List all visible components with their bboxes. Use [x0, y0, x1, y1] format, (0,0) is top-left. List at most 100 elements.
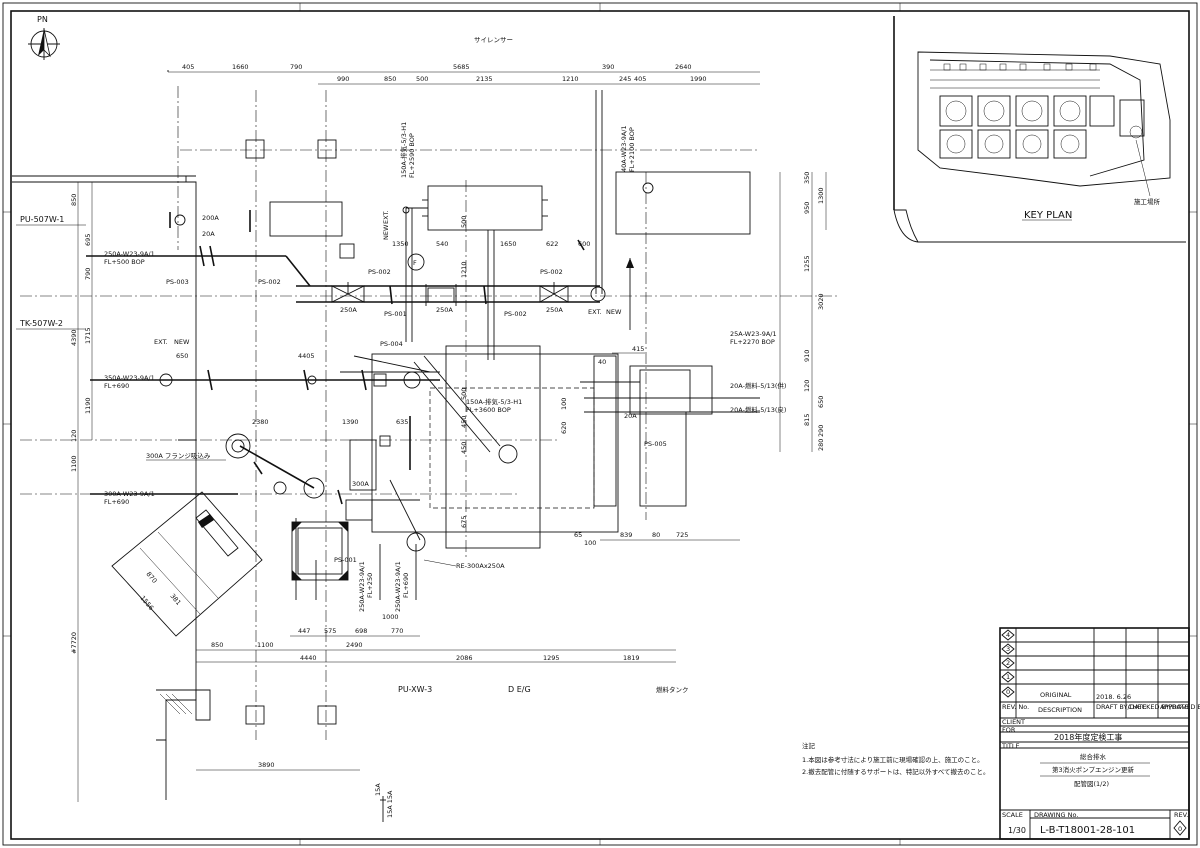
dim-inner: 100: [584, 539, 596, 547]
pipe-label: 150A-排気-5/3-H1: [466, 397, 522, 406]
pipe-label: 350A-W23-9A/1: [104, 374, 155, 382]
dim-left: 850: [70, 194, 78, 206]
dim-bottom: 4440: [300, 654, 317, 662]
dim-bottom: 2490: [346, 641, 363, 649]
dim-inner: 650: [176, 352, 188, 360]
dim-right: 650: [817, 396, 825, 408]
tag-tk507w2: TK-507W-2: [19, 319, 63, 328]
pipe-label: 150A-排気-5/3-H1: [399, 122, 408, 178]
ps-label: PS-001: [384, 310, 407, 318]
valve-size: 20A: [202, 230, 215, 238]
dim-bottom: 575: [324, 627, 336, 635]
valve-size: 250A: [340, 306, 357, 314]
dim-top: 500: [416, 75, 428, 83]
pipe-spec-labels: 250A-W23-9A/1 FL+500 BOP 350A-W23-9A/1 F…: [104, 122, 786, 612]
key-plan-site-mark: 施工場所: [1134, 197, 1161, 206]
equipment-outlines: [269, 171, 751, 549]
drawing-number: L-B-T18001-28-101: [1040, 825, 1135, 836]
gate-valve-icon: [331, 282, 365, 303]
dim-top: 5685: [453, 63, 470, 71]
hdr-approved: APPROVED BY/DATE: [1160, 703, 1200, 711]
ext-label: EXT.: [588, 308, 602, 316]
general-notes: 注記 1.本図は参考寸法により施工前に現場確認の上、施工のこと。 2.撤去配管に…: [802, 741, 990, 776]
dim-inner: 600: [578, 240, 590, 248]
dim-left: #7720: [70, 632, 78, 654]
tag-labels: PU-507W-1 TK-507W-2 PU-XW-3 D E/G 燃料タンク: [16, 215, 689, 694]
dim-inner: 622: [546, 240, 558, 248]
dim-top: 1990: [690, 75, 707, 83]
building-walls: [12, 70, 211, 800]
note-1: 1.本図は参考寸法により施工前に現場確認の上、施工のこと。: [802, 755, 984, 764]
pipe-label: 20A-燃料-5/13(戻): [730, 405, 786, 414]
dim-bottom: 1000: [382, 613, 399, 621]
dim-inner: 635: [396, 418, 408, 426]
notes-heading: 注記: [802, 741, 816, 750]
dim-diag: 1556: [138, 594, 155, 612]
radiator-dims: 870 1556 381: [138, 570, 182, 612]
note-2: 2.撤去配管に付随するサポートは、特記以外すべて撤去のこと。: [802, 767, 990, 776]
dimension-texts: 405 1660 790 990 850 500 5685 2135 1210 …: [70, 63, 825, 769]
tag-deg: D E/G: [508, 685, 531, 694]
rev0-date: 2018. 6.26: [1096, 693, 1131, 701]
dim-top: 245: [619, 75, 631, 83]
dim-right: 1300: [817, 187, 825, 204]
valve-size-labels: 250A 250A 250A 200A 20A 300A 20A: [202, 214, 637, 488]
pipe-label: 250A-W23-9A/1: [394, 561, 402, 612]
ps-label: PS-002: [504, 310, 527, 318]
dim-top: 405: [634, 75, 646, 83]
new-label: NEW: [174, 338, 190, 346]
dim-right: 815: [803, 414, 811, 426]
inner-border: [10, 10, 1190, 840]
dim-inner: 80: [652, 531, 660, 539]
hdr-description: DESCRIPTION: [1038, 706, 1082, 714]
pipe-label: 300A-W23-9A/1: [104, 490, 155, 498]
dim-top: 990: [337, 75, 349, 83]
dim-inner: 1350: [392, 240, 409, 248]
title-line-1: 総合排水: [1080, 752, 1107, 761]
pipe-label: 20A-燃料-5/13(供): [730, 381, 786, 390]
ps-label: PS-004: [380, 340, 403, 348]
dim-inner: 2380: [252, 418, 269, 426]
dim-inner: 65: [574, 531, 582, 539]
valve-size: 200A: [202, 214, 219, 222]
dim-bottom: 1100: [257, 641, 274, 649]
pipe-label: FL+2590 BOP: [408, 133, 416, 178]
dim-right: 910: [803, 350, 811, 362]
pipe-support-marks: [169, 210, 585, 505]
rev-row: 2: [1006, 659, 1010, 667]
ext-new-markers: EXT. NEW EXT. NEW NEW EXT.: [154, 210, 622, 346]
north-label: PN: [37, 15, 48, 24]
pipe-support-labels: PS-003 PS-002 PS-002 PS-002 PS-002 PS-00…: [166, 268, 667, 564]
title-block: 4 3 2 1 0 ORIGINAL 2018. 6.26 REV. No. D…: [999, 627, 1200, 840]
flow-arrow-icon: [626, 258, 634, 268]
for-label: FOR: [1002, 726, 1016, 734]
dim-inner: 675: [460, 516, 468, 528]
check-valve-icon: [159, 182, 654, 552]
dim-diag: 381: [168, 592, 182, 607]
dim-bottom: 850: [211, 641, 223, 649]
dim-left: 1715: [84, 327, 92, 344]
dim-right: 950: [803, 202, 811, 214]
pipe-label: 250A-W23-9A/1: [358, 561, 366, 612]
rev-row: 3: [1006, 645, 1010, 653]
dim-right: 280: [817, 439, 825, 451]
flow-meter-icon: F: [407, 253, 425, 271]
pipe-15a: 15A 15A: [386, 790, 394, 818]
dim-bottom: 3890: [258, 761, 275, 769]
rev-row: 1: [1006, 673, 1010, 681]
border-zone-ticks: [3, 3, 1197, 845]
strainer-icon: [425, 284, 457, 306]
title-label: TITLE: [1001, 742, 1020, 750]
ps-label: PS-001: [334, 556, 357, 564]
tag-puxw3: PU-XW-3: [398, 685, 432, 694]
dim-top: 1210: [562, 75, 579, 83]
dim-left: 695: [84, 234, 92, 246]
dim-diag: 870: [144, 570, 158, 585]
pipe-label: FL+250: [366, 573, 374, 598]
dim-inner: 100: [560, 398, 568, 410]
title-line-2: 第3消火ポンプエンジン更新: [1052, 765, 1134, 774]
dim-inner: 540: [436, 240, 448, 248]
valve-size: 20A: [624, 412, 637, 420]
silencer-equipment: [406, 185, 548, 231]
dim-bottom: 447: [298, 627, 310, 635]
